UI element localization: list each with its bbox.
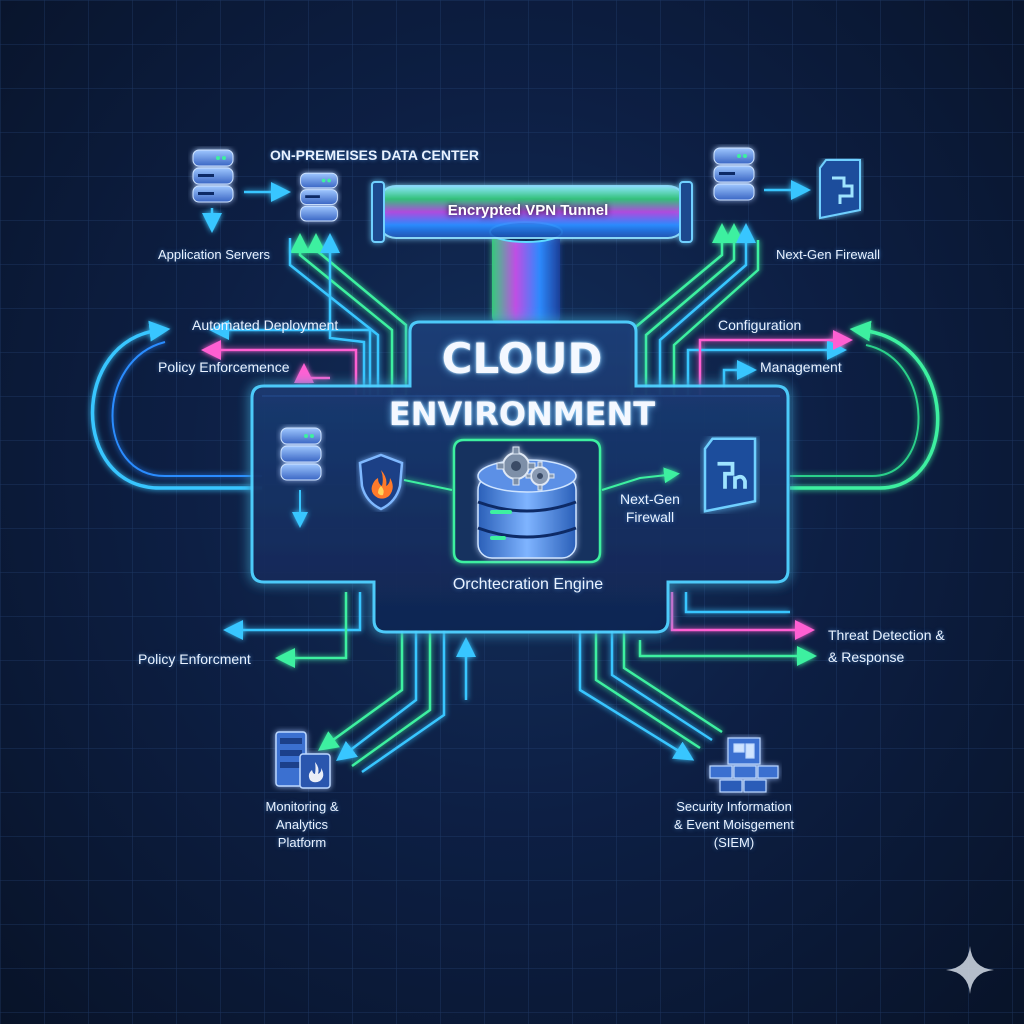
database-gears-icon — [477, 446, 577, 559]
firewall-icon — [703, 437, 757, 513]
environment-title: ENVIRONMENT — [388, 395, 656, 433]
policy-enforcement-bottom-label: Policy Enforcment — [138, 651, 251, 667]
shield-flame-icon — [358, 453, 404, 511]
threat-detection-label: Threat Detection & — [828, 627, 945, 643]
onprem-title: ON-PREMEISES DATA CENTER — [270, 147, 479, 163]
server-rack-icon — [275, 731, 331, 789]
siem-label: Security Information & Event Moisgement … — [674, 799, 794, 850]
nextgen-firewall-inner-label: Next-Gen Firewall — [620, 491, 680, 525]
nextgen-firewall-top-label: Next-Gen Firewall — [776, 247, 881, 262]
orchestration-engine-label: Orchtecration Engine — [452, 576, 604, 593]
vpn-tunnel-pipe — [371, 181, 693, 326]
app-servers-label: Application Servers — [158, 247, 270, 262]
monitoring-label: Monitoring & Analytics Platform — [265, 799, 339, 850]
firewall-icon — [819, 159, 861, 220]
brick-wall-icon — [709, 737, 779, 793]
server-stack-icon — [280, 427, 322, 481]
configuration-label: Configuration — [718, 317, 802, 333]
automated-deployment-label: Automated Deployment — [192, 317, 339, 333]
management-label: Management — [760, 359, 842, 375]
inner-links — [292, 467, 680, 528]
policy-enforcement-top-label: Policy Enforcemence — [158, 359, 290, 375]
vpn-tunnel-label: Encrypted VPN Tunnel — [447, 202, 609, 219]
sparkle-icon — [946, 946, 994, 994]
server-stack-icon — [192, 149, 234, 203]
threat-response-label: & Response — [828, 649, 905, 665]
cloud-title: CLOUD — [441, 334, 603, 383]
server-stack-icon — [713, 147, 755, 201]
server-stack-icon — [300, 172, 338, 222]
